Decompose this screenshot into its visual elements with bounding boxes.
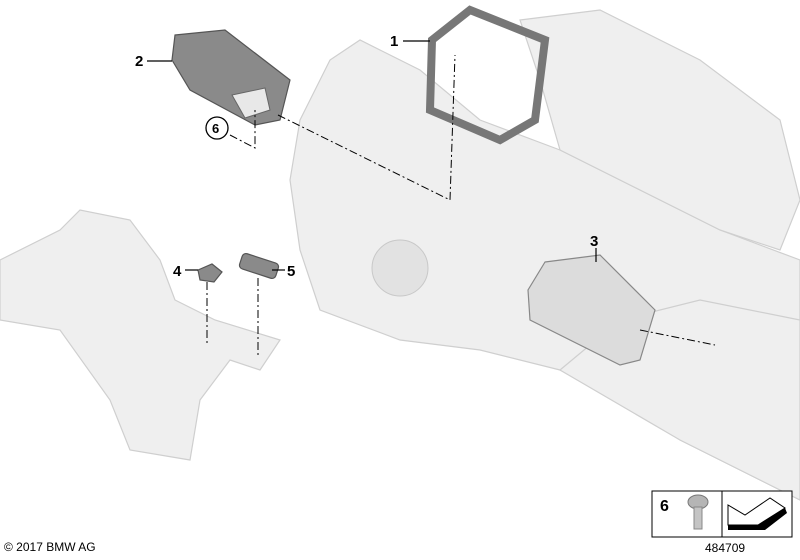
- bulkhead-hole: [371, 239, 429, 297]
- hvac-unit: [519, 9, 800, 251]
- legend-part-box: [651, 490, 723, 538]
- callout-6: 6: [212, 121, 219, 136]
- part-4-nut: [197, 263, 223, 283]
- assembly-line-1: [277, 54, 456, 201]
- part-2-grille: [171, 29, 291, 126]
- screw-icon: [687, 494, 709, 530]
- part-5-clip: [238, 252, 280, 280]
- copyright: © 2017 BMW AG: [4, 540, 96, 554]
- grille-mesh: [231, 87, 271, 119]
- mounting-arrow-icon: [727, 497, 787, 530]
- callout-2: 2: [135, 53, 143, 70]
- support-bracket: [0, 209, 281, 461]
- callout-4: 4: [173, 263, 182, 280]
- callout-3: 3: [590, 233, 598, 250]
- callout-5: 5: [287, 263, 295, 280]
- part-1-seal-frame: [425, 5, 550, 145]
- callout-6-circle: [205, 116, 229, 140]
- assembly-line-3: [639, 329, 716, 346]
- legend-part-number: 6: [660, 498, 669, 515]
- callout-1: 1: [390, 33, 398, 50]
- part-3-cover-plate: [527, 254, 656, 366]
- diagram-id: 484709: [705, 541, 746, 555]
- assembly-line-6: [229, 110, 256, 149]
